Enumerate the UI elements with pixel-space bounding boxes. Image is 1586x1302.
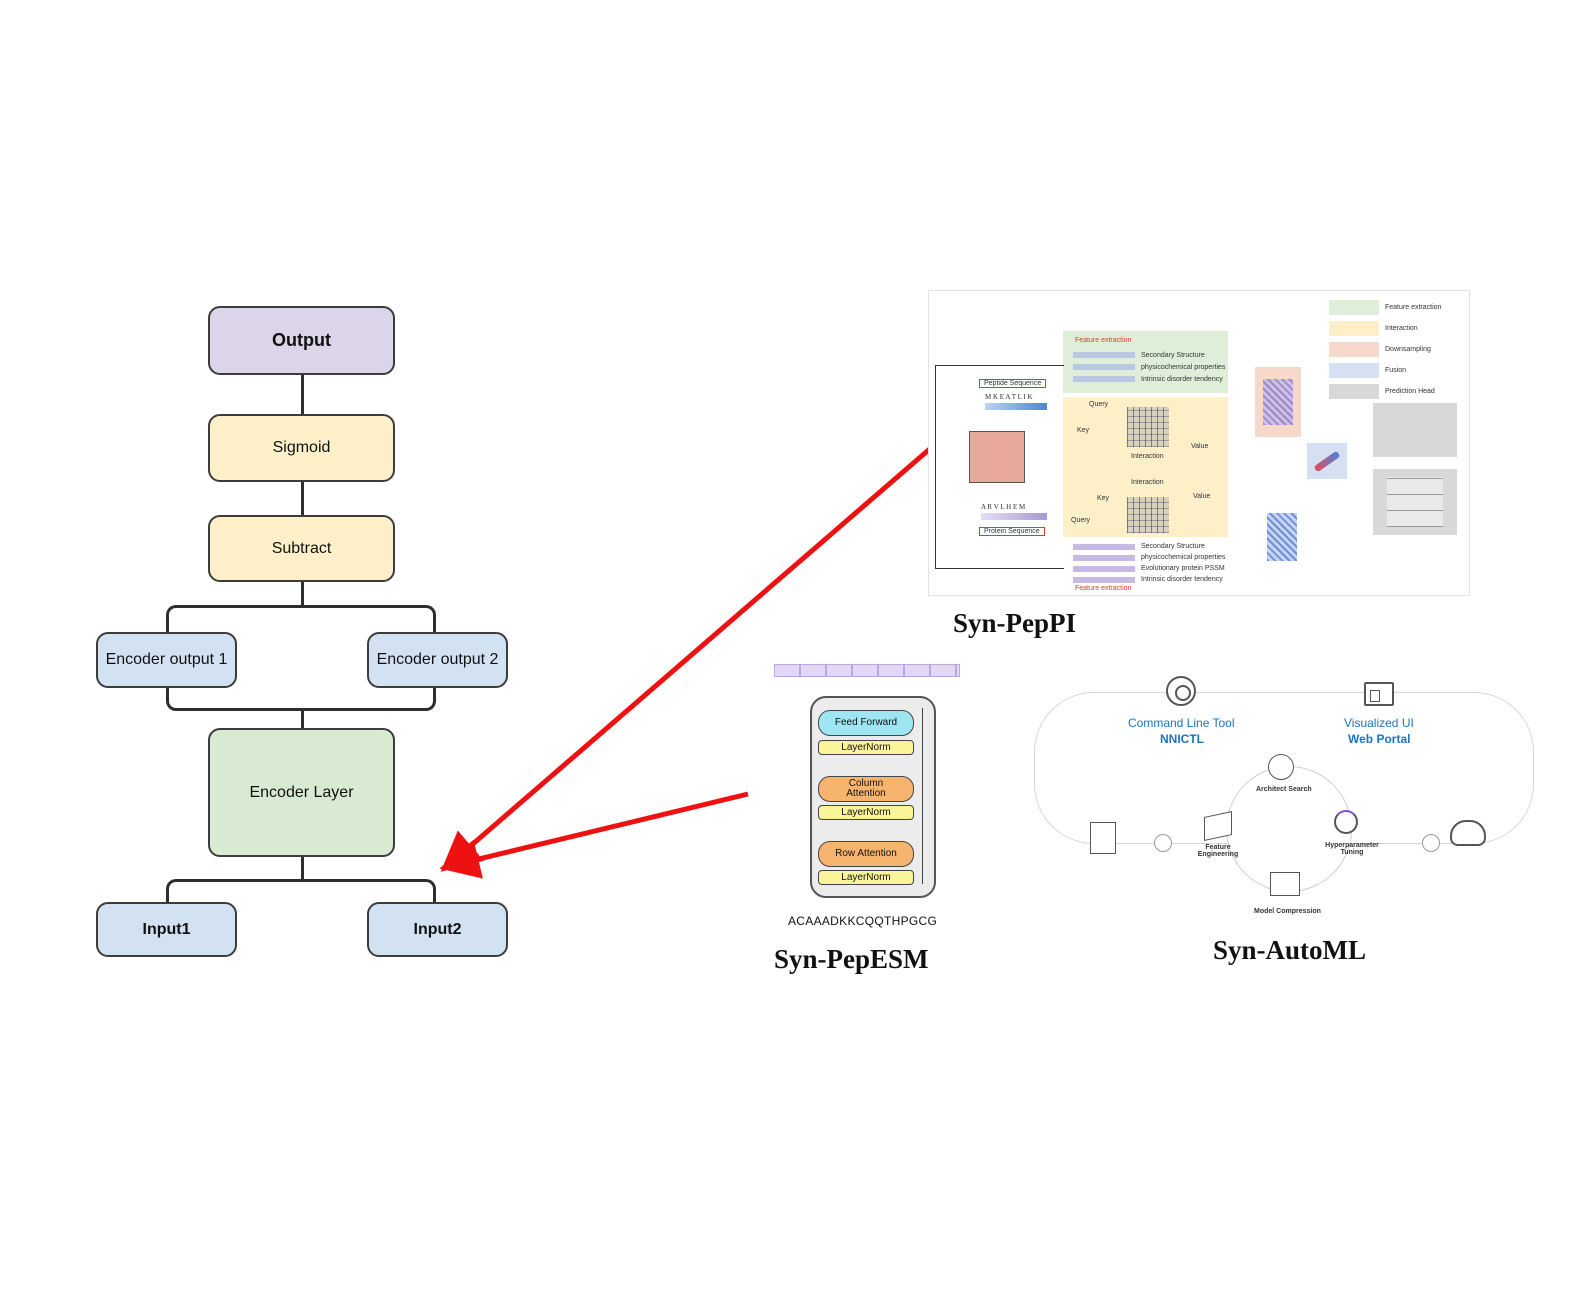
encoder-output-1-node: Encoder output 1	[96, 632, 237, 688]
peppi-feature-item: Intrinsic disorder tendency	[1141, 375, 1223, 383]
input2-node: Input2	[367, 902, 508, 957]
automl-cli-name: NNICTL	[1160, 732, 1204, 746]
peppi-feature-item: physicochemical properties	[1141, 363, 1226, 371]
pepesm-layernorm-2: LayerNorm	[818, 805, 914, 820]
peppi-attention-grid-1	[1127, 407, 1169, 447]
legend-item: Interaction	[1385, 325, 1418, 332]
pepesm-column-attention: Column Attention	[818, 776, 914, 802]
automl-figure: Command Line Tool NNICTL Visualized UI W…	[1030, 672, 1536, 930]
peppi-caption: Syn-PepPI	[953, 608, 1077, 638]
automl-hyperparameter-tuning: Hyperparameter Tuning	[1325, 842, 1379, 856]
pepesm-figure: Feed Forward LayerNorm Column Attention …	[772, 660, 962, 930]
automl-inner-cycle	[1226, 766, 1352, 892]
dashboard-icon	[1364, 682, 1394, 706]
peppi-protein-label: Protein Sequence	[979, 527, 1045, 536]
peppi-feature-item: Evolutionary protein PSSM	[1141, 565, 1225, 572]
peppi-attention-grid-2	[1127, 497, 1169, 533]
connector	[301, 708, 304, 730]
automl-caption: Syn-AutoML	[1213, 935, 1367, 965]
gear-icon	[1166, 676, 1196, 706]
peppi-left-bracket	[935, 365, 1064, 569]
architect-search-icon	[1268, 754, 1294, 780]
arrow-peppi-to-input	[440, 445, 934, 872]
connector	[301, 481, 304, 517]
refresh-icon	[1334, 810, 1358, 834]
peppi-head-matrix	[1373, 469, 1457, 535]
peppi-key-label: Key	[1077, 427, 1090, 434]
pepesm-row-attention: Row Attention	[818, 841, 914, 867]
peppi-interaction-label-2: Interaction	[1131, 479, 1164, 486]
pepesm-layernorm-3: LayerNorm	[818, 870, 914, 885]
automl-architect-search: Architect Search	[1256, 786, 1312, 793]
peppi-protein-letters: A R V L H E M	[981, 503, 1026, 511]
peppi-feature-list-bottom: Secondary Structure physicochemical prop…	[1073, 541, 1225, 585]
peppi-fusion-block	[1307, 443, 1347, 479]
connector	[166, 879, 436, 905]
cloud-icon	[1450, 820, 1486, 846]
peppi-key-label-2: Key	[1097, 495, 1110, 502]
pepesm-output-embedding	[774, 664, 960, 677]
document-icon	[1090, 822, 1116, 854]
connector	[166, 605, 436, 633]
pepesm-sequence: ACAAADKKCQQTHPGCG	[788, 914, 938, 928]
input1-node: Input1	[96, 902, 237, 957]
automl-model-compression: Model Compression	[1254, 908, 1321, 915]
peppi-interaction-label: Interaction	[1131, 453, 1164, 460]
arrow-circle-icon	[1154, 834, 1172, 852]
peppi-protein-embedding	[981, 513, 1047, 520]
peppi-peptide-letters: M K E A T L I K	[985, 393, 1033, 401]
subtract-node: Subtract	[208, 515, 395, 582]
legend-item: Downsampling	[1385, 346, 1431, 353]
legend-swatch	[1329, 384, 1379, 399]
peppi-peptide-embedding	[985, 403, 1047, 410]
legend-item: Prediction Head	[1385, 388, 1435, 395]
peppi-feature-item: physicochemical properties	[1141, 554, 1226, 561]
compression-icon	[1270, 872, 1300, 896]
arrow-pepesm-to-input	[439, 791, 749, 879]
pepesm-residual-lines	[832, 708, 923, 884]
connector	[301, 580, 304, 606]
encoder-output-2-node: Encoder output 2	[367, 632, 508, 688]
peppi-feature-title-bottom: Feature extraction	[1075, 585, 1132, 592]
legend-swatch	[1329, 321, 1379, 336]
peppi-head-network	[1373, 403, 1457, 457]
peppi-feature-item: Intrinsic disorder tendency	[1141, 576, 1223, 583]
peppi-downsample-stack-top	[1263, 379, 1293, 425]
automl-ui-title: Visualized UI	[1344, 716, 1414, 730]
legend-item: Fusion	[1385, 367, 1407, 374]
automl-feature-engineering: Feature Engineering	[1197, 844, 1239, 858]
pepesm-caption: Syn-PepESM	[774, 944, 929, 974]
legend-item: Feature extraction	[1385, 304, 1442, 311]
sigmoid-node: Sigmoid	[208, 414, 395, 482]
legend-swatch	[1329, 342, 1379, 357]
peppi-query-label-2: Query	[1071, 517, 1091, 524]
peppi-feature-item: Secondary Structure	[1141, 351, 1205, 359]
peppi-downsample-stack-bottom	[1267, 513, 1297, 561]
peppi-value-label: Value	[1191, 443, 1209, 450]
output-node: Output	[208, 306, 395, 375]
peppi-feature-item: Secondary Structure	[1141, 543, 1205, 550]
peppi-legend: Feature extraction Interaction Downsampl…	[1329, 297, 1441, 402]
legend-swatch	[1329, 363, 1379, 378]
peppi-feature-title: Feature extraction	[1075, 337, 1132, 344]
connector	[301, 374, 304, 416]
pepesm-layernorm-1: LayerNorm	[818, 740, 914, 755]
peppi-value-label-2: Value	[1193, 493, 1211, 500]
peppi-feature-list-top: Secondary Structure physicochemical prop…	[1073, 349, 1225, 385]
peppi-feature-panel-top	[1063, 331, 1228, 393]
legend-swatch	[1329, 300, 1379, 315]
encoder-layer-node: Encoder Layer	[208, 728, 395, 857]
pepesm-feed-forward: Feed Forward	[818, 710, 914, 736]
automl-ui-name: Web Portal	[1348, 732, 1411, 746]
peppi-figure: Feature extraction Secondary Structure p…	[928, 290, 1470, 596]
peppi-encoder-block	[969, 431, 1025, 483]
peppi-query-label: Query	[1089, 401, 1109, 408]
peppi-peptide-label: Peptide Sequence	[979, 379, 1047, 388]
arrow-circle-icon	[1422, 834, 1440, 852]
connector	[301, 855, 304, 881]
automl-cli-title: Command Line Tool	[1128, 716, 1235, 730]
